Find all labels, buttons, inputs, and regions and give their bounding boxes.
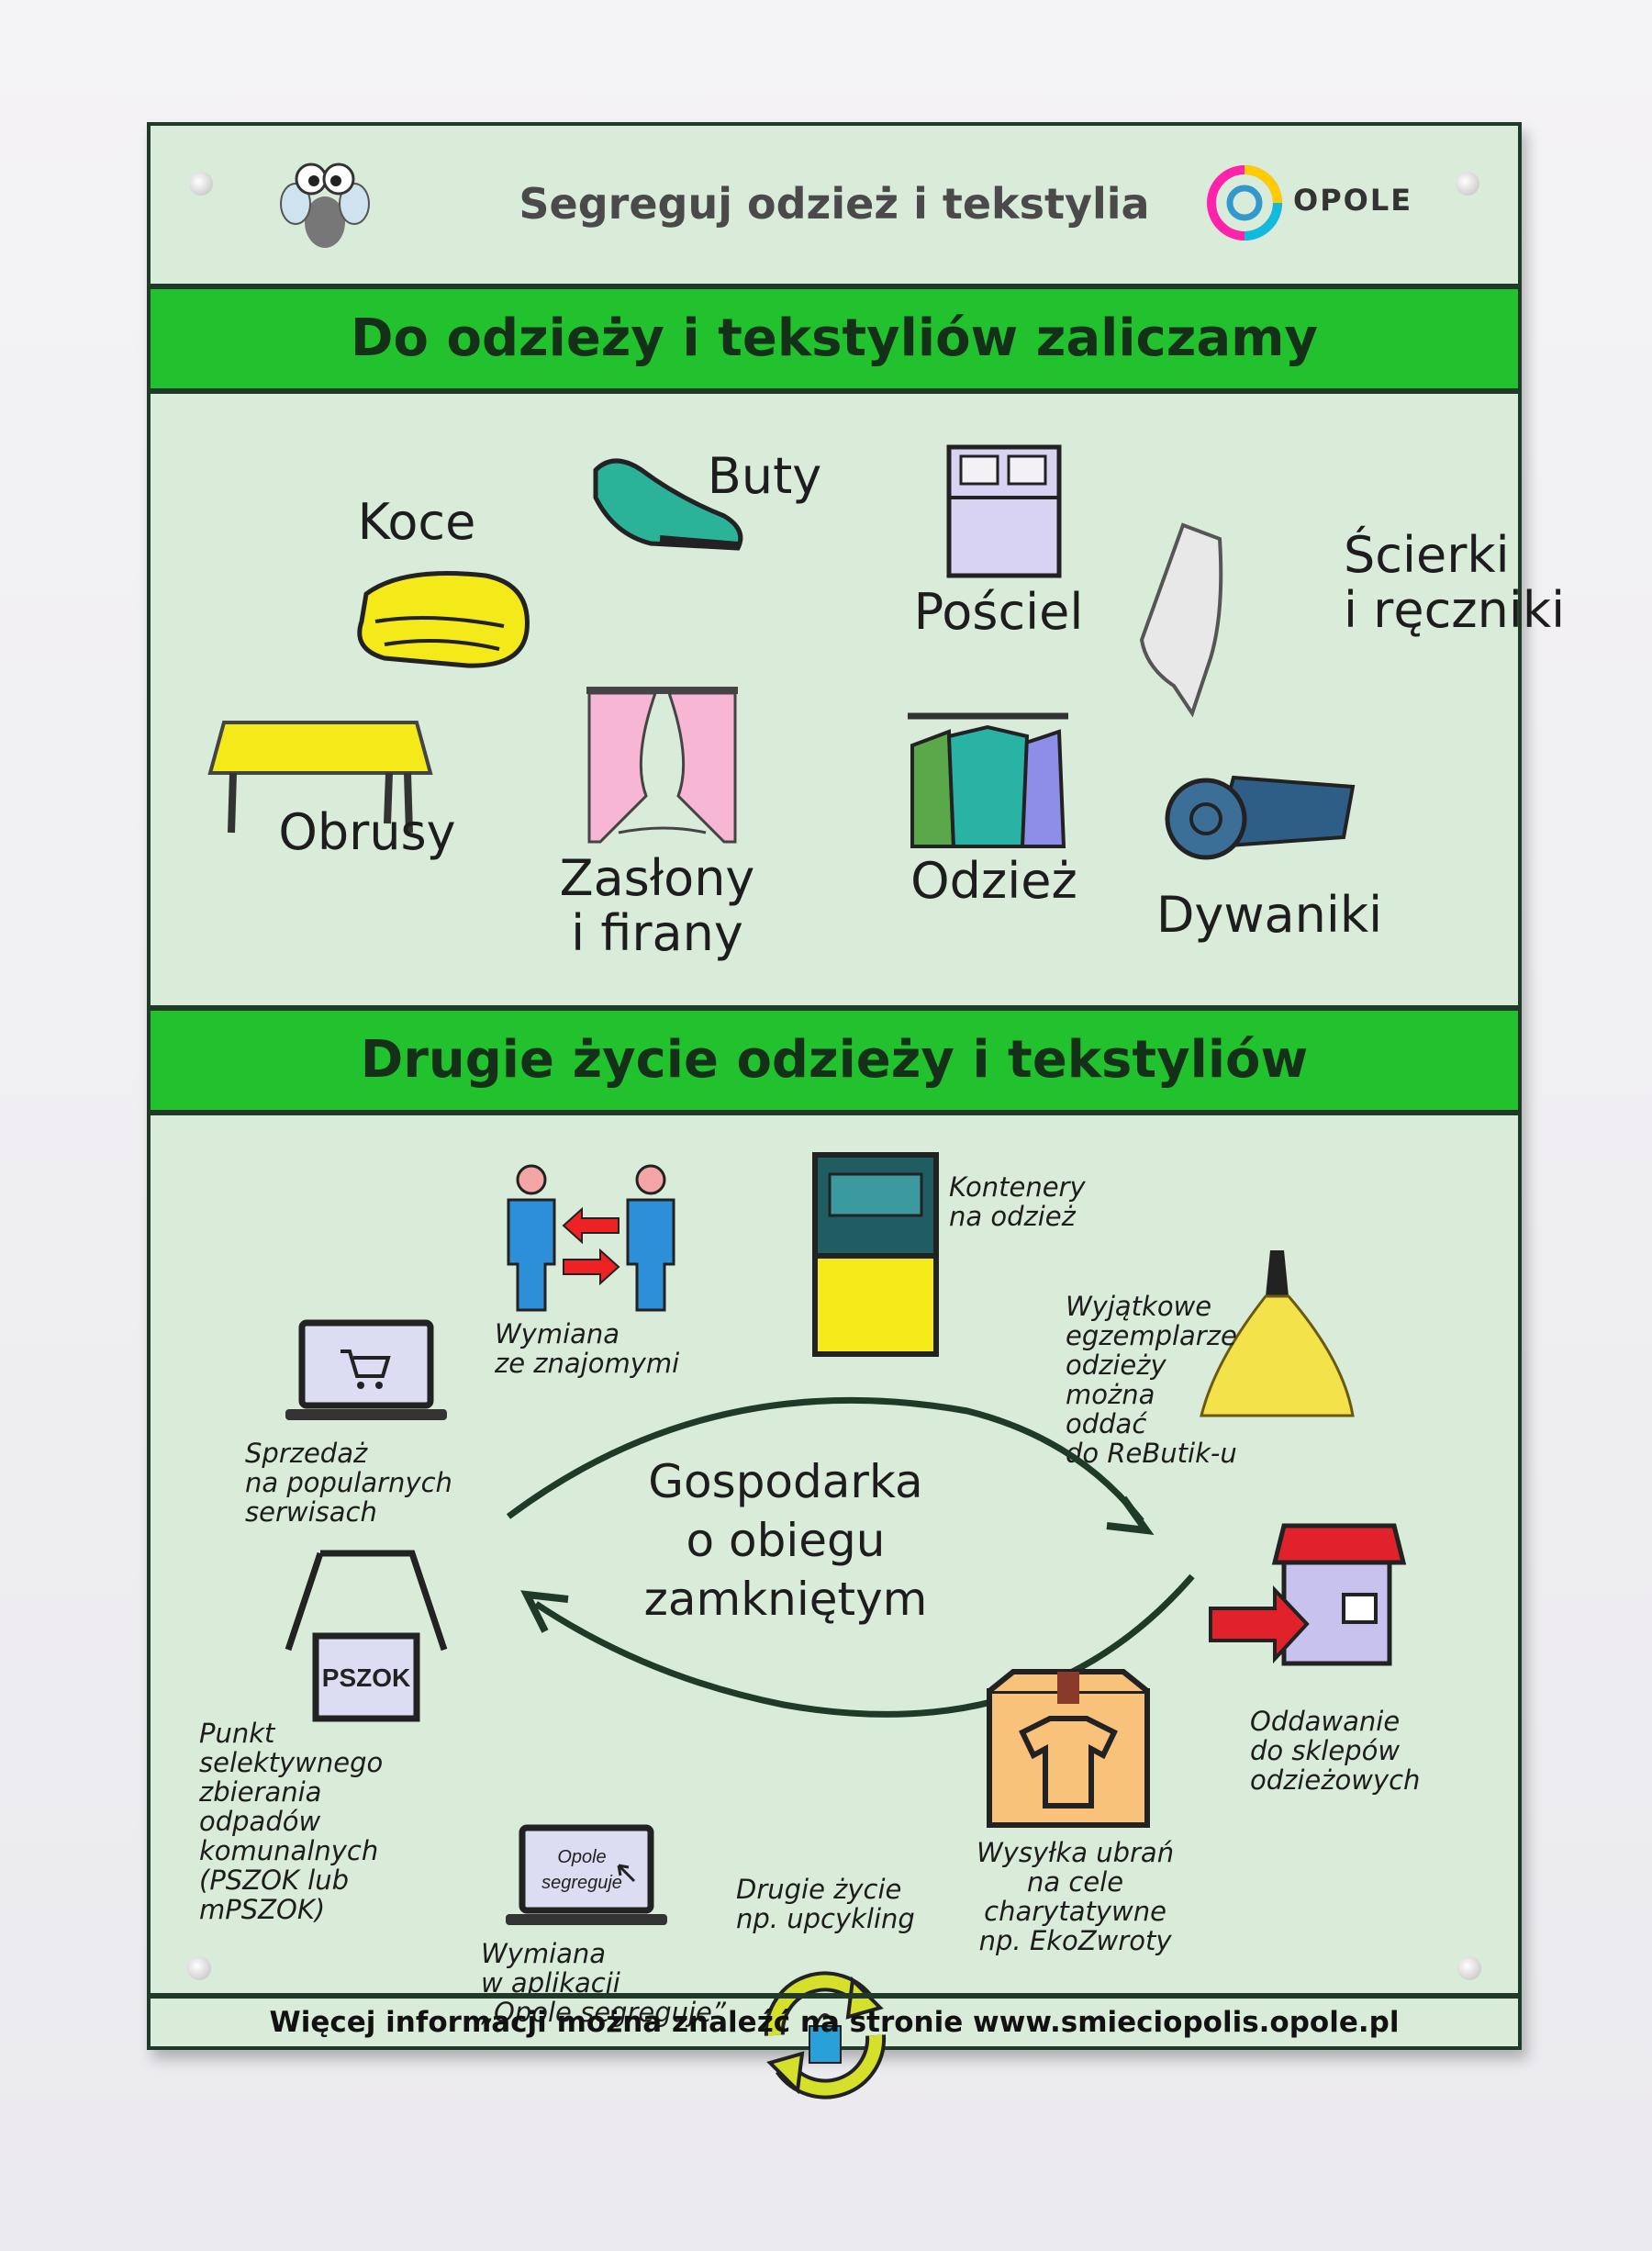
screw-icon <box>189 172 213 196</box>
app-name-text: Opole <box>557 1847 606 1867</box>
item-label-buty: Buty <box>707 447 822 505</box>
label-wymiana-znajomi: Wymiana ze znajomymi <box>495 1318 680 1379</box>
recycle-bag-icon <box>764 1971 887 2100</box>
screw-icon <box>1457 1956 1481 1980</box>
cycle-arrows-icon <box>506 1396 1195 1718</box>
container-icon <box>812 1152 939 1357</box>
label-wysylka: Wysyłka ubrań na cele charytatywne np. E… <box>977 1837 1175 1956</box>
item-label-obrusy: Obrusy <box>278 803 456 861</box>
header-title: Segreguj odzież i tekstylia <box>519 179 1150 229</box>
info-board: Segreguj odzież i tekstylia OPOLE Do odz… <box>147 122 1565 2100</box>
screw-icon <box>187 1956 211 1980</box>
label-kontenery: Kontenery na odzież <box>949 1171 1086 1232</box>
label-sprzedaz: Sprzedaż na popularnych serwisach <box>245 1438 452 1528</box>
screw-icon <box>1456 172 1479 196</box>
people-exchange-icon <box>507 1164 675 1312</box>
curtains-icon <box>586 687 738 844</box>
dress-icon <box>1200 1250 1355 1417</box>
label-pszok: Punkt selektywnego zbierania odpadów kom… <box>199 1718 384 1925</box>
label-upcykling: Drugie życie np. upcykling <box>736 1874 915 1934</box>
circular-economy-text: Gospodarka o obiegu zamkniętym <box>643 1455 928 1626</box>
box-shirt-icon <box>987 1669 1150 1828</box>
opole-logo-text: OPOLE <box>1293 183 1413 218</box>
towel-icon <box>1139 522 1223 718</box>
pszok-icon-text: PSZOK <box>322 1663 410 1692</box>
laptop-cart-icon <box>285 1319 447 1420</box>
rug-icon <box>1165 775 1356 860</box>
item-label-odziez: Odzież <box>910 852 1077 910</box>
item-label-scierki: Ścierki i ręczniki <box>1344 526 1566 639</box>
item-label-koce: Koce <box>357 493 476 551</box>
label-sklepy: Oddawanie do sklepów odzieżowych <box>1250 1706 1421 1796</box>
pszok-icon: PSZOK <box>285 1550 448 1722</box>
label-wymiana-aplikacja: Wymiana w aplikacji „Opole segreguje” <box>481 1938 726 2028</box>
item-label-dywaniki: Dywaniki <box>1155 886 1383 944</box>
shop-icon <box>1209 1523 1407 1666</box>
tablecloth-icon <box>207 721 433 834</box>
blanket-icon <box>357 571 530 668</box>
section2-heading: Drugie życie odzieży i tekstyliów <box>151 1005 1518 1115</box>
footer-info: Więcej informacji można znaleźć na stron… <box>151 1993 1518 2046</box>
laptop-app-icon: Opole segreguje <box>506 1824 667 1925</box>
label-rebutik: Wyjątkowe egzemplarze odzieży można odda… <box>1066 1291 1237 1469</box>
item-label-posciel: Pościel <box>913 583 1084 641</box>
bedding-icon <box>946 444 1062 578</box>
clothes-rack-icon <box>908 712 1068 848</box>
item-label-zaslony: Zasłony i firany <box>559 849 755 962</box>
header: Segreguj odzież i tekstylia OPOLE <box>151 126 1518 289</box>
section1-heading: Do odzieży i tekstyliów zaliczamy <box>151 284 1518 394</box>
opole-logo-icon <box>1207 165 1282 241</box>
shoe-icon <box>593 458 743 551</box>
fly-mascot-icon <box>280 162 370 248</box>
app-name-text: segreguje <box>541 1873 622 1893</box>
